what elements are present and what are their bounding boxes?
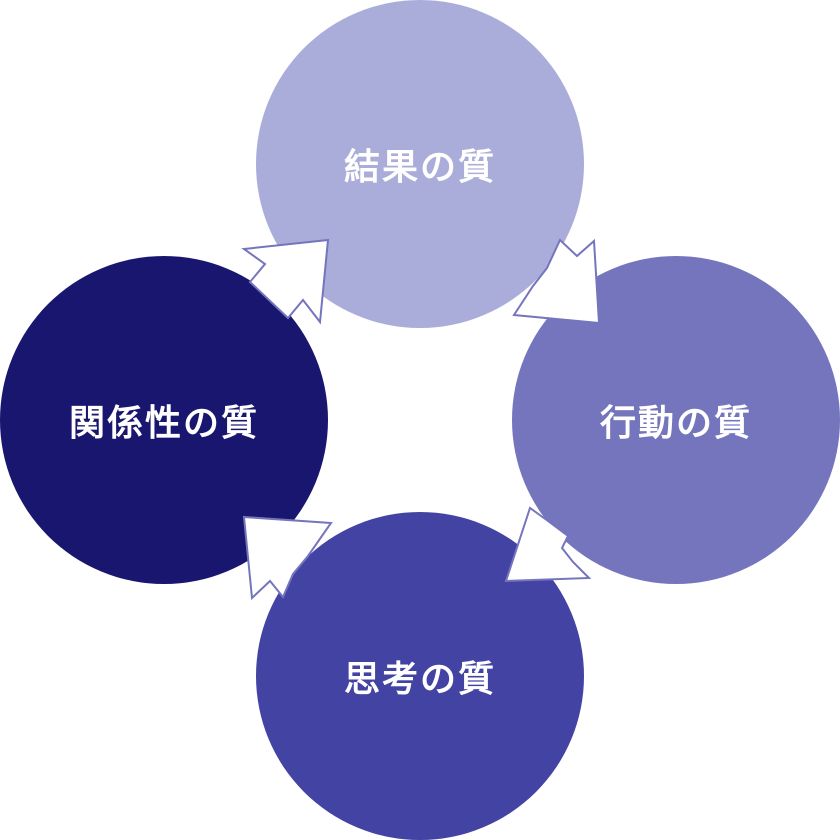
- node-action-quality: 行動の質: [512, 256, 840, 584]
- node-label: 行動の質: [599, 403, 752, 444]
- node-result-quality: 結果の質: [256, 0, 584, 328]
- node-label: 結果の質: [343, 147, 496, 188]
- node-label: 関係性の質: [68, 403, 259, 444]
- node-relationship-quality: 関係性の質: [0, 256, 328, 584]
- node-label: 思考の質: [343, 659, 496, 700]
- node-thinking-quality: 思考の質: [256, 512, 584, 840]
